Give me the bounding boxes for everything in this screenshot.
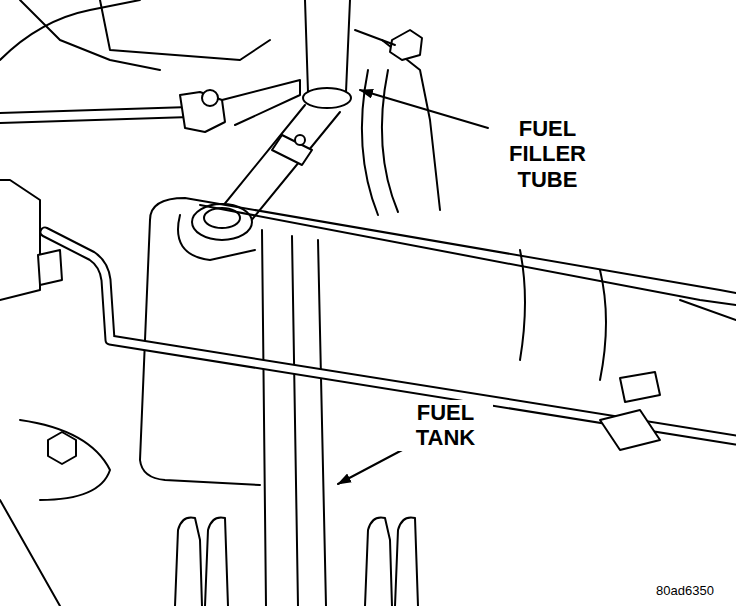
part-label: FUEL TANK xyxy=(398,400,493,451)
figure-number: 80ad6350 xyxy=(640,584,730,599)
part-label: FUEL FILLER TUBE xyxy=(500,116,595,192)
